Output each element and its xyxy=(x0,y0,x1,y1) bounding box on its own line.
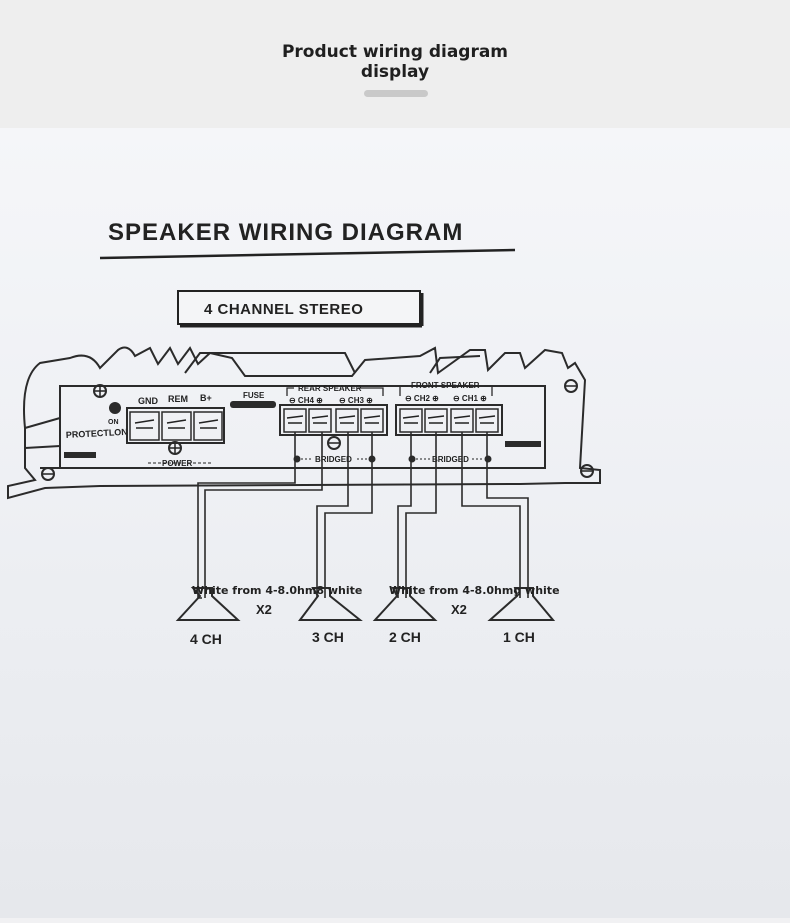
mode-box xyxy=(177,290,421,325)
speaker-label-2ch: 2 CH xyxy=(389,629,421,645)
power-terminal-gnd: GND xyxy=(138,396,159,406)
rear-terminal-block xyxy=(279,404,388,436)
wiring-diagram-scan: SPEAKER WIRING DIAGRAM 4 CHANNEL STEREO xyxy=(0,128,790,918)
caption-left: White from 4-8.0hm8 white xyxy=(192,584,362,597)
speaker-3ch xyxy=(298,587,363,621)
page-title: Product wiring diagram display xyxy=(0,42,790,82)
page-header: Product wiring diagram display xyxy=(0,0,790,128)
speaker-cones xyxy=(175,587,556,621)
caption-right: White from 4-8.0hmg white xyxy=(389,584,560,597)
speaker-4ch xyxy=(175,587,241,621)
power-terminal-bplus: B+ xyxy=(200,393,212,403)
mode-label: 4 CHANNEL STEREO xyxy=(204,301,363,318)
protection-slot xyxy=(64,452,96,458)
wiring-diagram: SPEAKER WIRING DIAGRAM 4 CHANNEL STEREO xyxy=(7,219,601,647)
speaker-label-4ch: 4 CH xyxy=(190,631,222,647)
multiplier-right: X2 xyxy=(451,602,467,617)
title-underline xyxy=(99,248,516,260)
multiplier-left: X2 xyxy=(256,602,272,617)
power-terminal-block xyxy=(126,407,225,444)
fuse xyxy=(230,401,276,408)
front-bridged-label: BRIDGED xyxy=(432,455,469,464)
protection-led xyxy=(109,402,121,414)
speaker-1ch xyxy=(487,587,556,621)
page-title-line-1: Product wiring diagram xyxy=(281,42,509,62)
fuse-label: FUSE xyxy=(243,391,265,400)
rear-bridged-label: BRIDGED xyxy=(315,455,352,464)
diagram-title: SPEAKER WIRING DIAGRAM xyxy=(108,219,463,246)
power-label: POWER xyxy=(162,459,192,468)
front-ch2-marks: ⊖ CH2 ⊕ xyxy=(405,394,439,403)
page-title-line-2: display xyxy=(360,62,430,82)
protection-label: PROTECTLON xyxy=(66,427,128,440)
power-terminal-rem: REM xyxy=(168,394,188,404)
rear-ch4-marks: ⊖ CH4 ⊕ xyxy=(289,396,323,405)
scroll-indicator xyxy=(364,90,428,97)
on-label: ON xyxy=(108,419,119,426)
speaker-label-3ch: 3 CH xyxy=(312,629,344,645)
speaker-2ch xyxy=(372,587,438,621)
rear-ch3-marks: ⊖ CH3 ⊕ xyxy=(339,396,373,405)
front-speaker-label: FRONT SPEAKER xyxy=(411,381,480,390)
amplifier-screws xyxy=(41,379,594,481)
right-slot xyxy=(505,441,541,447)
speaker-label-1ch: 1 CH xyxy=(503,629,535,645)
speaker-wires xyxy=(197,432,529,599)
rear-speaker-label: REAR SPEAKER xyxy=(298,384,362,393)
amplifier-body xyxy=(7,346,601,500)
front-terminal-block xyxy=(395,404,503,436)
front-ch1-marks: ⊖ CH1 ⊕ xyxy=(453,394,487,403)
